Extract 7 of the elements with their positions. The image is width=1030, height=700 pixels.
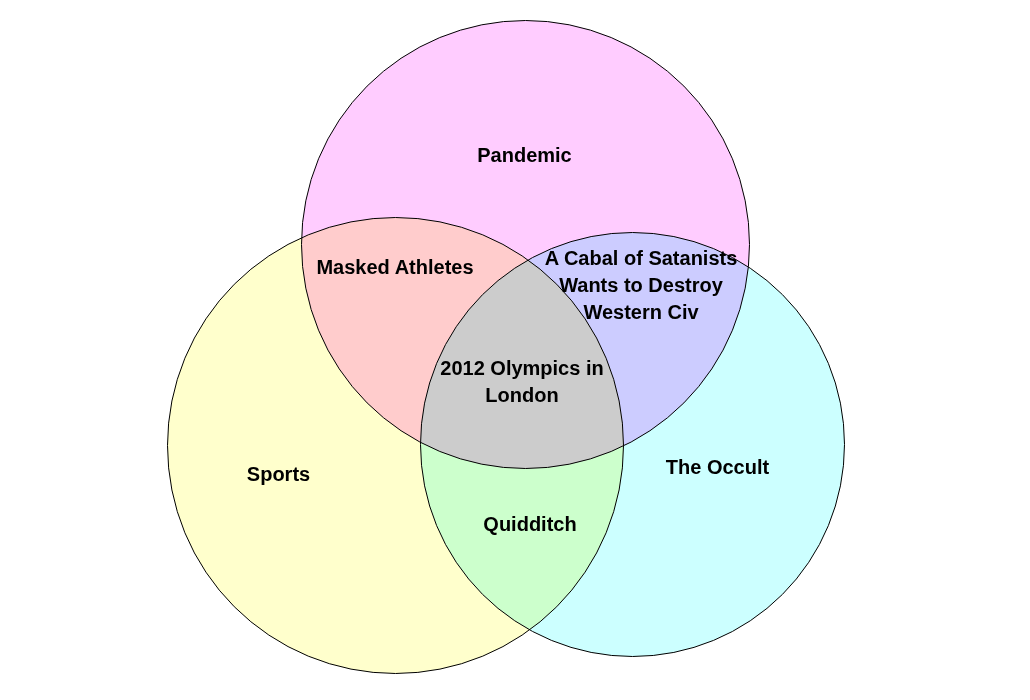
overlap-label: Quidditch [482, 511, 578, 537]
overlap-label: 2012 Olympics in London [439, 356, 605, 408]
set-label: Pandemic [477, 142, 572, 168]
overlap-label: Masked Athletes [315, 254, 475, 280]
set-label: The Occult [665, 454, 770, 480]
set-label: Sports [246, 461, 311, 487]
overlap-label: A Cabal of Satanists Wants to Destroy Western Civ [543, 245, 739, 325]
